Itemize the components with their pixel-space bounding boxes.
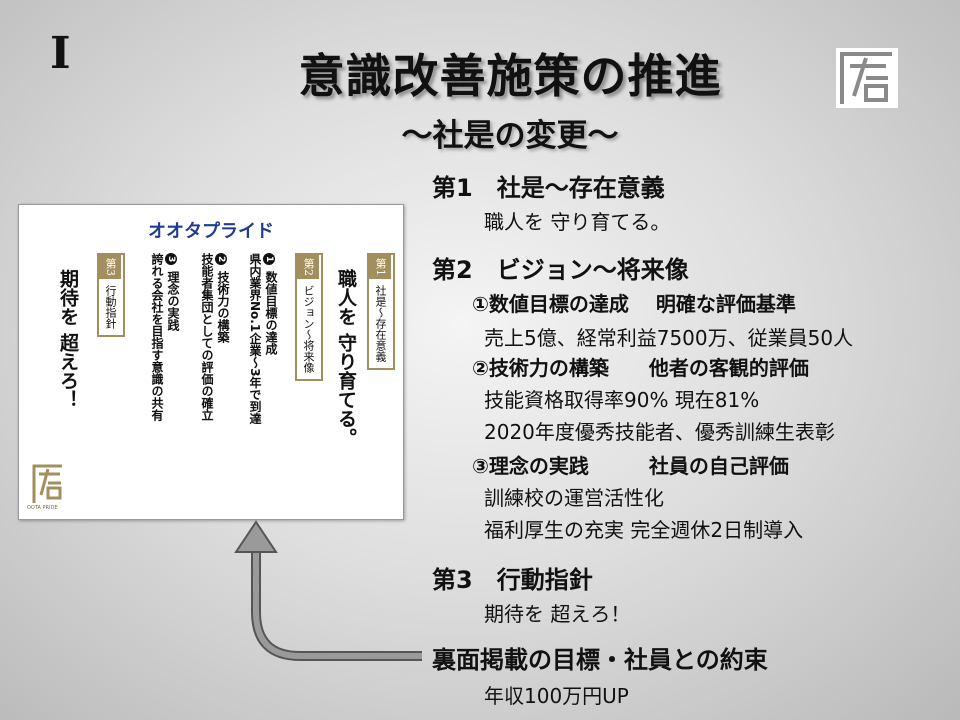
card-col2-item3-text: 誇れる会社を目指す意識の共有 [150,253,164,421]
card-plate-3: 第3 行動指針 [97,253,125,337]
card-col2-item1-text: 県内業界No.1企業～3年で到達 [248,253,262,425]
kanji-logo-icon [836,48,898,108]
oota-pride-logo-icon [32,464,62,503]
card-col2-item2-num: 2 [215,253,227,268]
card-plate-1: 第1 社是～存在意義 [367,253,395,370]
oota-pride-caption: OOTA PRIDE [27,505,58,511]
card-col2-item2-text: 技能者集団としての評価の確立 [200,253,214,421]
section3-body: 期待を 超えろ！ [484,602,631,626]
card-plate-2: 第2 ビジョン～将来像 [295,253,323,381]
section2-item3-body2: 福利厚生の充実 完全週休2日制導入 [484,518,804,542]
slide-subtitle: ～社是の変更～ [401,118,619,154]
card-plate-1-body: 社是～存在意義 [374,285,387,362]
section2-item2-body2: 2020年度優秀技能者、優秀訓練生表彰 [484,420,835,444]
section4-body: 年収100万円UP [484,684,629,708]
card-col2-item1-num: 1 [263,253,275,268]
card-col2-item3-title: 理念の実践 [166,271,180,331]
section-numeral: I [50,28,71,79]
section3-heading: 第3 行動指針 [432,566,593,594]
card-plate-1-head: 第1 [369,255,391,279]
section1-body: 職人を 守り育てる。 [484,210,671,234]
section2-item3-body1: 訓練校の運営活性化 [484,486,664,510]
card-title: オオタプライド [148,221,274,242]
section2-item3-title: ③理念の実践 社員の自己評価 [472,454,789,478]
section2-item1-body: 売上5億、経常利益7500万、従業員50人 [484,326,854,350]
card-col1-text: 職人を 守り育てる。 [335,269,357,447]
oota-pride-card: オオタプライド 第1 社是～存在意義 職人を 守り育てる。 第2 ビジョン～将来… [18,204,404,520]
slide-title: 意識改善施策の推進 [298,49,722,103]
card-col3-text: 期待を 超えろ！ [57,269,79,409]
section2-item2-body1: 技能資格取得率90% 現在81% [484,388,760,412]
section2-heading: 第2 ビジョン～将来像 [432,256,689,284]
card-plate-3-body: 行動指針 [104,285,117,329]
section1-heading: 第1 社是～存在意義 [432,174,665,202]
section2-item2-title: ②技術力の構築 他者の客観的評価 [472,356,809,380]
card-col2-item1-title: 数値目標の達成 [264,271,278,355]
card-plate-2-head: 第2 [297,255,319,279]
card-plate-3-head: 第3 [99,255,121,279]
card-col2-item3-num: 3 [165,253,177,268]
card-col2-item2-title: 技術力の構築 [216,271,230,343]
section2-item1-title: ①数値目標の達成 明確な評価基準 [472,292,796,316]
section4-heading: 裏面掲載の目標・社員との約束 [432,646,768,674]
card-plate-2-body: ビジョン～将来像 [302,285,315,373]
